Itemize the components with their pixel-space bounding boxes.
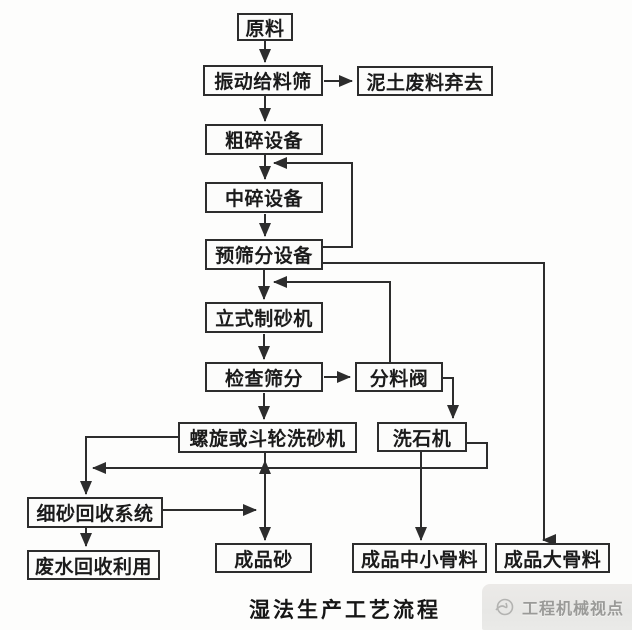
node-medium-crusher: 中碎设备 [205, 182, 323, 213]
edge-sandwasher-to-recovery [80, 436, 178, 495]
node-wastewater-reuse: 废水回收利用 [27, 550, 160, 580]
edge-prescreen-to-large-aggregate [323, 262, 556, 546]
node-splitter-valve: 分料阀 [355, 362, 443, 392]
node-waste-discard: 泥土废料弃去 [357, 66, 493, 96]
node-sand-washer: 螺旋或斗轮洗砂机 [178, 422, 357, 453]
swirl-logo-icon [495, 598, 514, 616]
watermark-label: 工程机械视点 [522, 599, 625, 618]
node-coarse-crusher: 粗碎设备 [205, 124, 323, 155]
node-vibrating-feeder: 振动给料筛 [203, 65, 323, 96]
edge-valve-to-stonewasher [443, 377, 459, 419]
edge-prescreen-recycle-medium [273, 157, 353, 248]
node-vertical-sand-maker: 立式制砂机 [205, 302, 323, 333]
node-raw-material: 原料 [237, 13, 293, 41]
node-check-screening: 检查筛分 [205, 362, 323, 392]
node-pre-screening: 预筛分设备 [205, 239, 323, 270]
diagram-title: 湿法生产工艺流程 [249, 597, 441, 622]
node-finished-mid-small: 成品中小骨料 [352, 543, 487, 573]
node-finished-sand: 成品砂 [215, 543, 312, 573]
edge-stonewasher-loop-left [92, 442, 488, 474]
edge-valve-recycle-sandmaker [273, 276, 391, 362]
node-fine-sand-recovery: 细砂回收系统 [27, 497, 163, 528]
node-finished-large: 成品大骨料 [495, 543, 610, 573]
watermark: 工程机械视点 [482, 584, 632, 630]
node-stone-washer: 洗石机 [377, 422, 467, 452]
